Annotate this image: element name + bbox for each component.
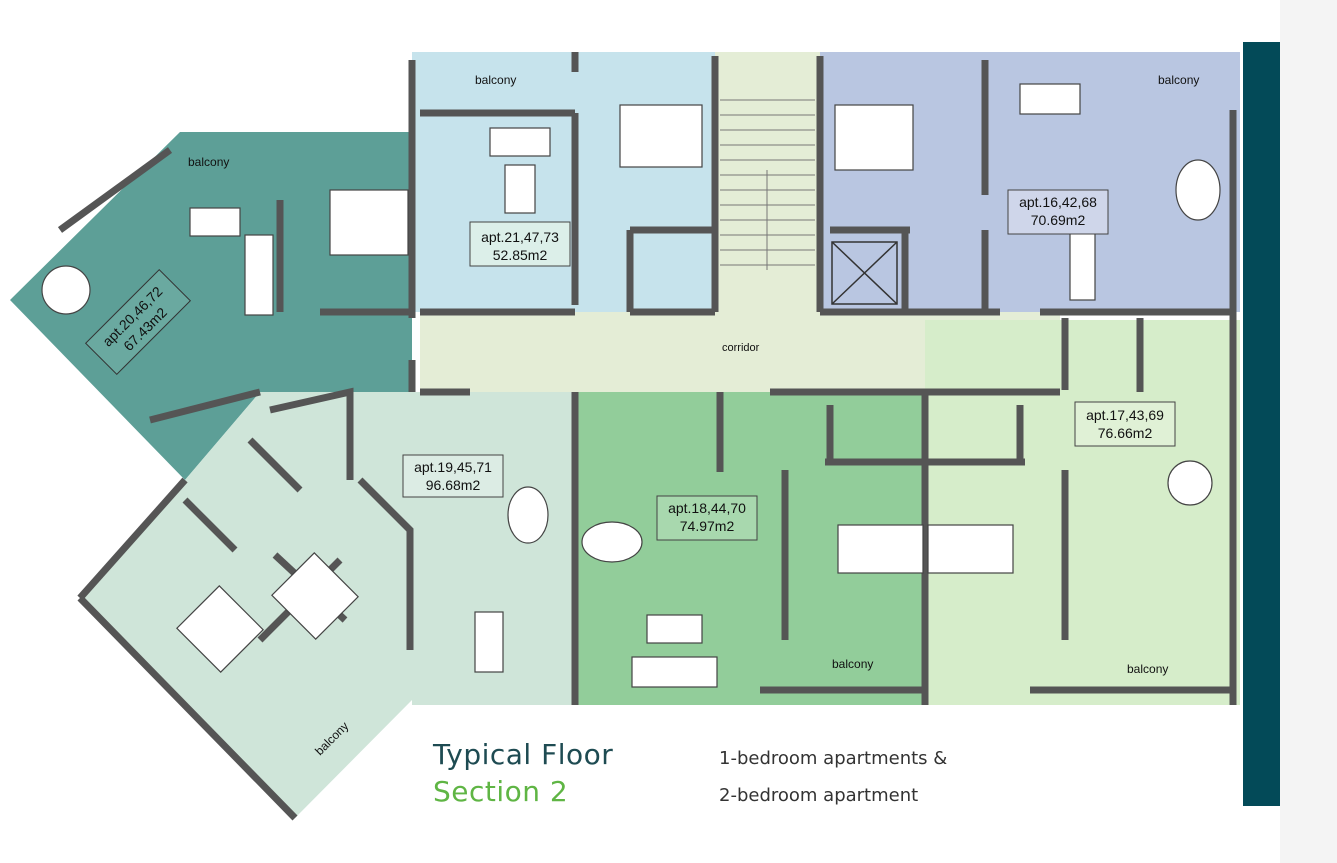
apt-area: 70.69m2 bbox=[1031, 212, 1086, 228]
apt-name: apt.17,43,69 bbox=[1086, 407, 1164, 423]
apt-label-21: apt.21,47,73 52.85m2 bbox=[469, 221, 571, 267]
apt-area: 96.68m2 bbox=[426, 477, 481, 493]
balcony-label-17: balcony bbox=[1127, 662, 1168, 676]
accent-bar bbox=[1243, 42, 1280, 806]
title-typical-floor: Typical Floor bbox=[433, 738, 614, 771]
balcony-label-18: balcony bbox=[832, 657, 873, 671]
apt-17-area bbox=[925, 320, 1240, 705]
apt-name: apt.21,47,73 bbox=[481, 229, 559, 245]
balcony-label-21: balcony bbox=[475, 73, 516, 87]
apt-area: 76.66m2 bbox=[1098, 425, 1153, 441]
apt-area: 52.85m2 bbox=[493, 247, 548, 263]
page-margin bbox=[1280, 0, 1337, 863]
corridor-label: corridor bbox=[722, 342, 760, 354]
apt-area: 74.97m2 bbox=[680, 518, 735, 534]
elevator bbox=[831, 241, 898, 305]
apt-name: apt.18,44,70 bbox=[668, 500, 746, 516]
apt-label-19: apt.19,45,71 96.68m2 bbox=[402, 454, 504, 498]
balcony-label-16: balcony bbox=[1158, 73, 1199, 87]
apt-21-area bbox=[412, 52, 715, 312]
furniture bbox=[41, 83, 1221, 688]
corridor-area bbox=[420, 52, 1060, 392]
apt-label-18: apt.18,44,70 74.97m2 bbox=[656, 495, 758, 541]
apt-name: apt.16,42,68 bbox=[1019, 194, 1097, 210]
floor-plan: balcony balcony balcony balcony balcony … bbox=[10, 52, 1240, 821]
description-line-2: 2-bedroom apartment bbox=[719, 785, 919, 806]
description-line-1: 1-bedroom apartments & bbox=[719, 748, 948, 769]
apt-name: apt.19,45,71 bbox=[414, 459, 492, 475]
apt-16-area bbox=[820, 52, 1240, 312]
apt-20-area bbox=[10, 132, 412, 480]
apt-label-16: apt.16,42,68 70.69m2 bbox=[1007, 189, 1109, 235]
walls bbox=[57, 52, 1237, 821]
title-section: Section 2 bbox=[433, 775, 569, 808]
stairs bbox=[720, 99, 815, 270]
floor-plan-page: balcony balcony balcony balcony balcony … bbox=[10, 42, 1280, 821]
balcony-label-20: balcony bbox=[188, 155, 229, 169]
apt-label-17: apt.17,43,69 76.66m2 bbox=[1074, 401, 1176, 447]
